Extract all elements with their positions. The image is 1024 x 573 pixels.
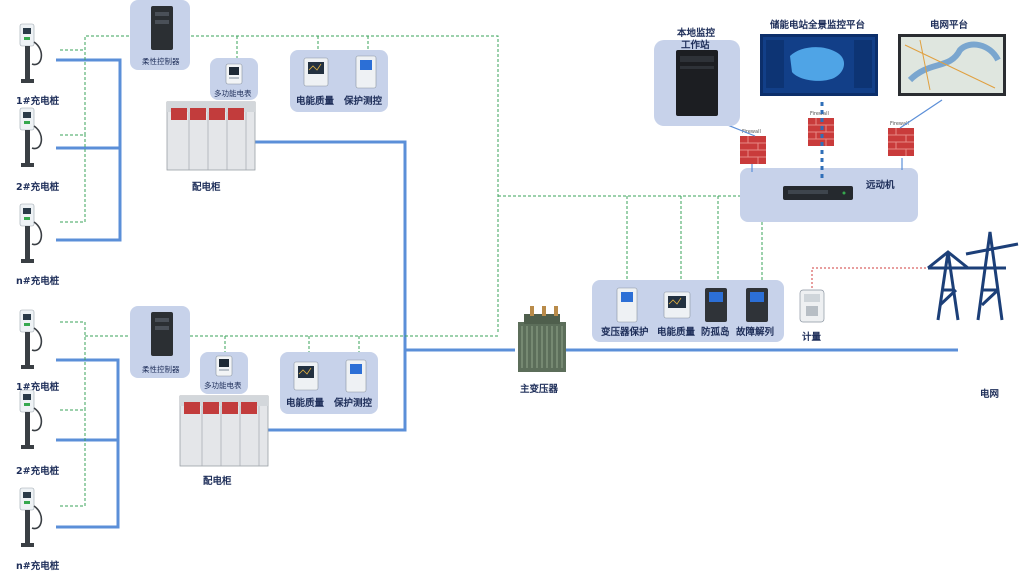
grid-platform-screen: 电网平台 bbox=[898, 19, 1006, 96]
protection-bot-label: 保护测控 bbox=[333, 397, 373, 409]
metering: 计量 bbox=[799, 289, 825, 343]
main-transformer: 主变压器 bbox=[518, 306, 566, 395]
link-grid-platform bbox=[899, 99, 943, 129]
local-monitor-workstation: 本地监控 工作站 bbox=[654, 27, 740, 126]
charger-1-top-label: 1#充电桩 bbox=[16, 95, 60, 107]
controller-icon bbox=[151, 6, 173, 50]
grid-comm-link bbox=[811, 267, 958, 288]
main-devices-panel: 变压器保护 电能质量 防孤岛 故障解列 bbox=[592, 280, 784, 342]
telecontrol-panel: 远动机 bbox=[740, 168, 918, 222]
firewall-left bbox=[739, 128, 767, 165]
flex-controller-top-label: 柔性控制器 bbox=[142, 56, 180, 66]
grid-tower bbox=[927, 231, 1019, 321]
cabinet-top: 配电柜 bbox=[166, 101, 256, 193]
charger-2-top: 2#充电桩 bbox=[16, 107, 60, 193]
metering-label: 计量 bbox=[802, 331, 822, 343]
charger-n-top-label: n#充电桩 bbox=[16, 275, 60, 287]
power-quality-bot-label: 电能质量 bbox=[286, 397, 325, 409]
telecontrol-label: 远动机 bbox=[866, 179, 895, 191]
storage-platform-label: 储能电站全景监控平台 bbox=[770, 19, 866, 31]
local-monitor-label-1: 本地监控 bbox=[677, 27, 716, 39]
charger-n-bot: n#充电桩 bbox=[16, 487, 60, 572]
charger-n-bot-label: n#充电桩 bbox=[16, 560, 60, 572]
grid-label: 电网 bbox=[980, 388, 999, 400]
flex-controller-top: 柔性控制器 bbox=[130, 0, 190, 70]
protection-top-label: 保护测控 bbox=[343, 95, 383, 107]
charger-n-top: n#充电桩 bbox=[16, 203, 60, 287]
flex-controller-bot-label: 柔性控制器 bbox=[142, 364, 180, 374]
multi-meter-bot-label: 多功能电表 bbox=[204, 380, 242, 390]
power-quality-top-label: 电能质量 bbox=[296, 95, 335, 107]
local-monitor-label-line2: 工作站 bbox=[681, 39, 710, 51]
grid-platform-label: 电网平台 bbox=[930, 19, 969, 31]
charger-2-bot-label: 2#充电桩 bbox=[16, 465, 60, 477]
cabinet-bot-label: 配电柜 bbox=[203, 475, 232, 487]
storage-platform-screen: 储能电站全景监控平台 bbox=[760, 19, 878, 96]
multi-meter-bot: 多功能电表 bbox=[200, 352, 248, 394]
flex-controller-bot: 柔性控制器 bbox=[130, 306, 190, 378]
meters-panel-bot: 电能质量 保护测控 bbox=[280, 352, 378, 414]
firewall-right bbox=[887, 120, 915, 157]
multi-meter-top-label: 多功能电表 bbox=[214, 88, 252, 98]
fault-splitting-label: 故障解列 bbox=[736, 326, 774, 338]
power-quality-main-label: 电能质量 bbox=[657, 326, 696, 338]
meters-panel-top: 电能质量 保护测控 bbox=[290, 50, 388, 112]
controller-icon bbox=[151, 312, 173, 356]
charger-2-top-label: 2#充电桩 bbox=[16, 181, 60, 193]
main-transformer-label: 主变压器 bbox=[520, 383, 559, 395]
charger-2-bot: 2#充电桩 bbox=[16, 389, 60, 477]
cabinet-top-label: 配电柜 bbox=[192, 181, 221, 193]
charger-1-bot: 1#充电桩 bbox=[16, 309, 60, 393]
charger-1-top: 1#充电桩 bbox=[16, 23, 60, 107]
cabinet-bot: 配电柜 bbox=[179, 395, 269, 487]
transformer-protection-label: 变压器保护 bbox=[601, 326, 649, 338]
multi-meter-top: 多功能电表 bbox=[210, 58, 258, 100]
anti-islanding-label: 防孤岛 bbox=[701, 326, 730, 338]
power-bus-lines bbox=[56, 58, 958, 529]
